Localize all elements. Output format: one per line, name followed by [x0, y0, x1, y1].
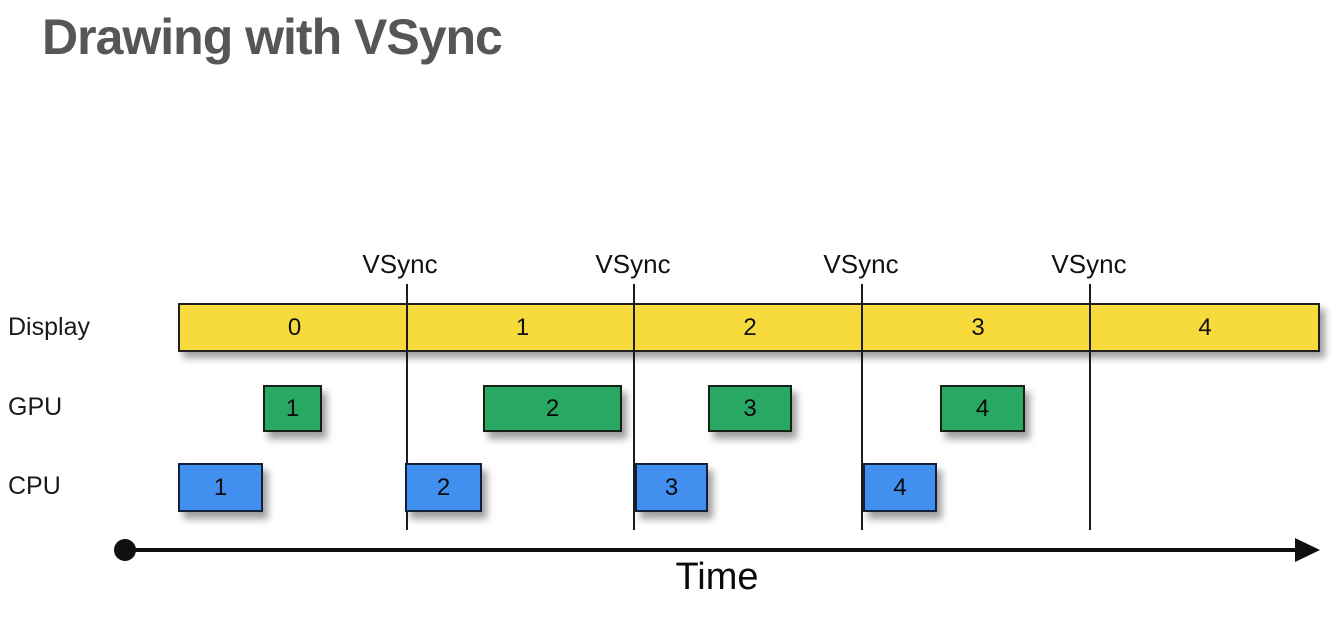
display-timeline-bar: 0 1 2 3 4	[178, 303, 1320, 352]
vsync-line-3	[861, 284, 863, 530]
display-frame-0: 0	[287, 314, 302, 341]
vsync-line-4	[1089, 284, 1091, 530]
vsync-label-3: VSync	[823, 249, 899, 279]
slide-title: Drawing with VSync	[42, 9, 503, 65]
row-label-gpu: GPU	[8, 393, 63, 421]
gpu-frame-4: 4	[940, 385, 1025, 432]
row-label-display: Display	[8, 313, 90, 341]
gpu-frame-3: 3	[708, 385, 792, 432]
cpu-frame-3: 3	[635, 463, 708, 512]
display-frame-2: 2	[743, 314, 757, 341]
cpu-frame-1: 1	[178, 463, 263, 512]
vsync-label-4: VSync	[1051, 249, 1127, 279]
gpu-frame-1: 1	[263, 385, 322, 432]
row-label-cpu: CPU	[8, 472, 61, 500]
vsync-line-1	[406, 284, 408, 530]
time-axis-line	[124, 548, 1304, 552]
display-frame-3: 3	[971, 314, 985, 341]
vsync-label-2: VSync	[595, 249, 671, 279]
display-frame-4: 4	[1198, 314, 1212, 341]
vsync-line-2	[633, 284, 635, 530]
vsync-label-1: VSync	[362, 249, 438, 279]
display-frame-1: 1	[515, 314, 530, 341]
cpu-frame-2: 2	[405, 463, 482, 512]
time-axis-label: Time	[675, 556, 759, 598]
gpu-frame-2: 2	[483, 385, 622, 432]
cpu-frame-4: 4	[863, 463, 937, 512]
